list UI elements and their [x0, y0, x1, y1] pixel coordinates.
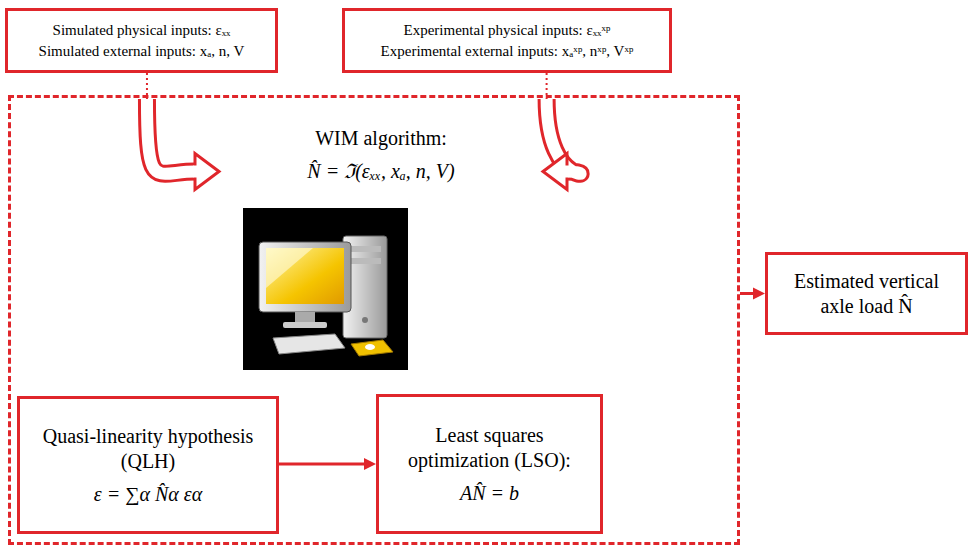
- optimization-box: Least squares optimization (LSO): AN̂ = b: [376, 394, 603, 534]
- formula-text: N̂ = ℑ(εₓₓ, xₐ, n, V): [241, 159, 521, 184]
- formula-text: ε = ∑α N̂α εα: [94, 482, 202, 507]
- box-label: Least squares optimization (LSO):: [387, 423, 592, 473]
- arrow-head: [364, 458, 376, 470]
- algorithm-region: WIM algorithm: N̂ = ℑ(εₓₓ, xₐ, n, V) Quasi…: [8, 95, 740, 545]
- output-box: Estimated vertical axle load N̂: [765, 252, 968, 335]
- algorithm-heading: WIM algorithm: N̂ = ℑ(εₓₓ, xₐ, n, V): [241, 126, 521, 184]
- arrow-head: [195, 154, 219, 190]
- box-label: Estimated vertical axle load N̂: [776, 269, 957, 319]
- box-label: Quasi-linearity hypothesis (QLH): [28, 424, 268, 474]
- arrow-line: [279, 463, 366, 466]
- arrow-line: [740, 292, 755, 295]
- computer-illustration: [243, 208, 408, 370]
- input-box: Simulated physical inputs: εₓₓSimulated …: [5, 8, 278, 73]
- input-box: Experimental physical inputs: εₓₓˣᵖExper…: [342, 8, 672, 73]
- connector-arrow: [279, 458, 376, 470]
- arrow-outline: [147, 99, 195, 174]
- box-label: Simulated physical inputs: εₓₓ: [53, 20, 231, 40]
- connector-arrow: [543, 73, 581, 190]
- formula-text: AN̂ = b: [460, 481, 519, 506]
- arrow-head: [753, 288, 765, 300]
- arrow-joint: [565, 166, 569, 178]
- box-label: Experimental physical inputs: εₓₓˣᵖ: [404, 20, 611, 40]
- connector-arrow: [147, 73, 219, 190]
- arrow-joint: [193, 166, 197, 178]
- arrow-fill: [147, 99, 195, 174]
- formula-text: Experimental external inputs: xₐˣᵖ, nˣᵖ,…: [381, 41, 634, 61]
- connector-arrow: [740, 288, 765, 300]
- hypothesis-box: Quasi-linearity hypothesis (QLH) ε = ∑α N…: [17, 396, 279, 534]
- box-label: WIM algorithm:: [241, 126, 521, 151]
- arrow-head: [543, 154, 567, 190]
- formula-text: Simulated external inputs: xₐ, n, V: [39, 41, 245, 61]
